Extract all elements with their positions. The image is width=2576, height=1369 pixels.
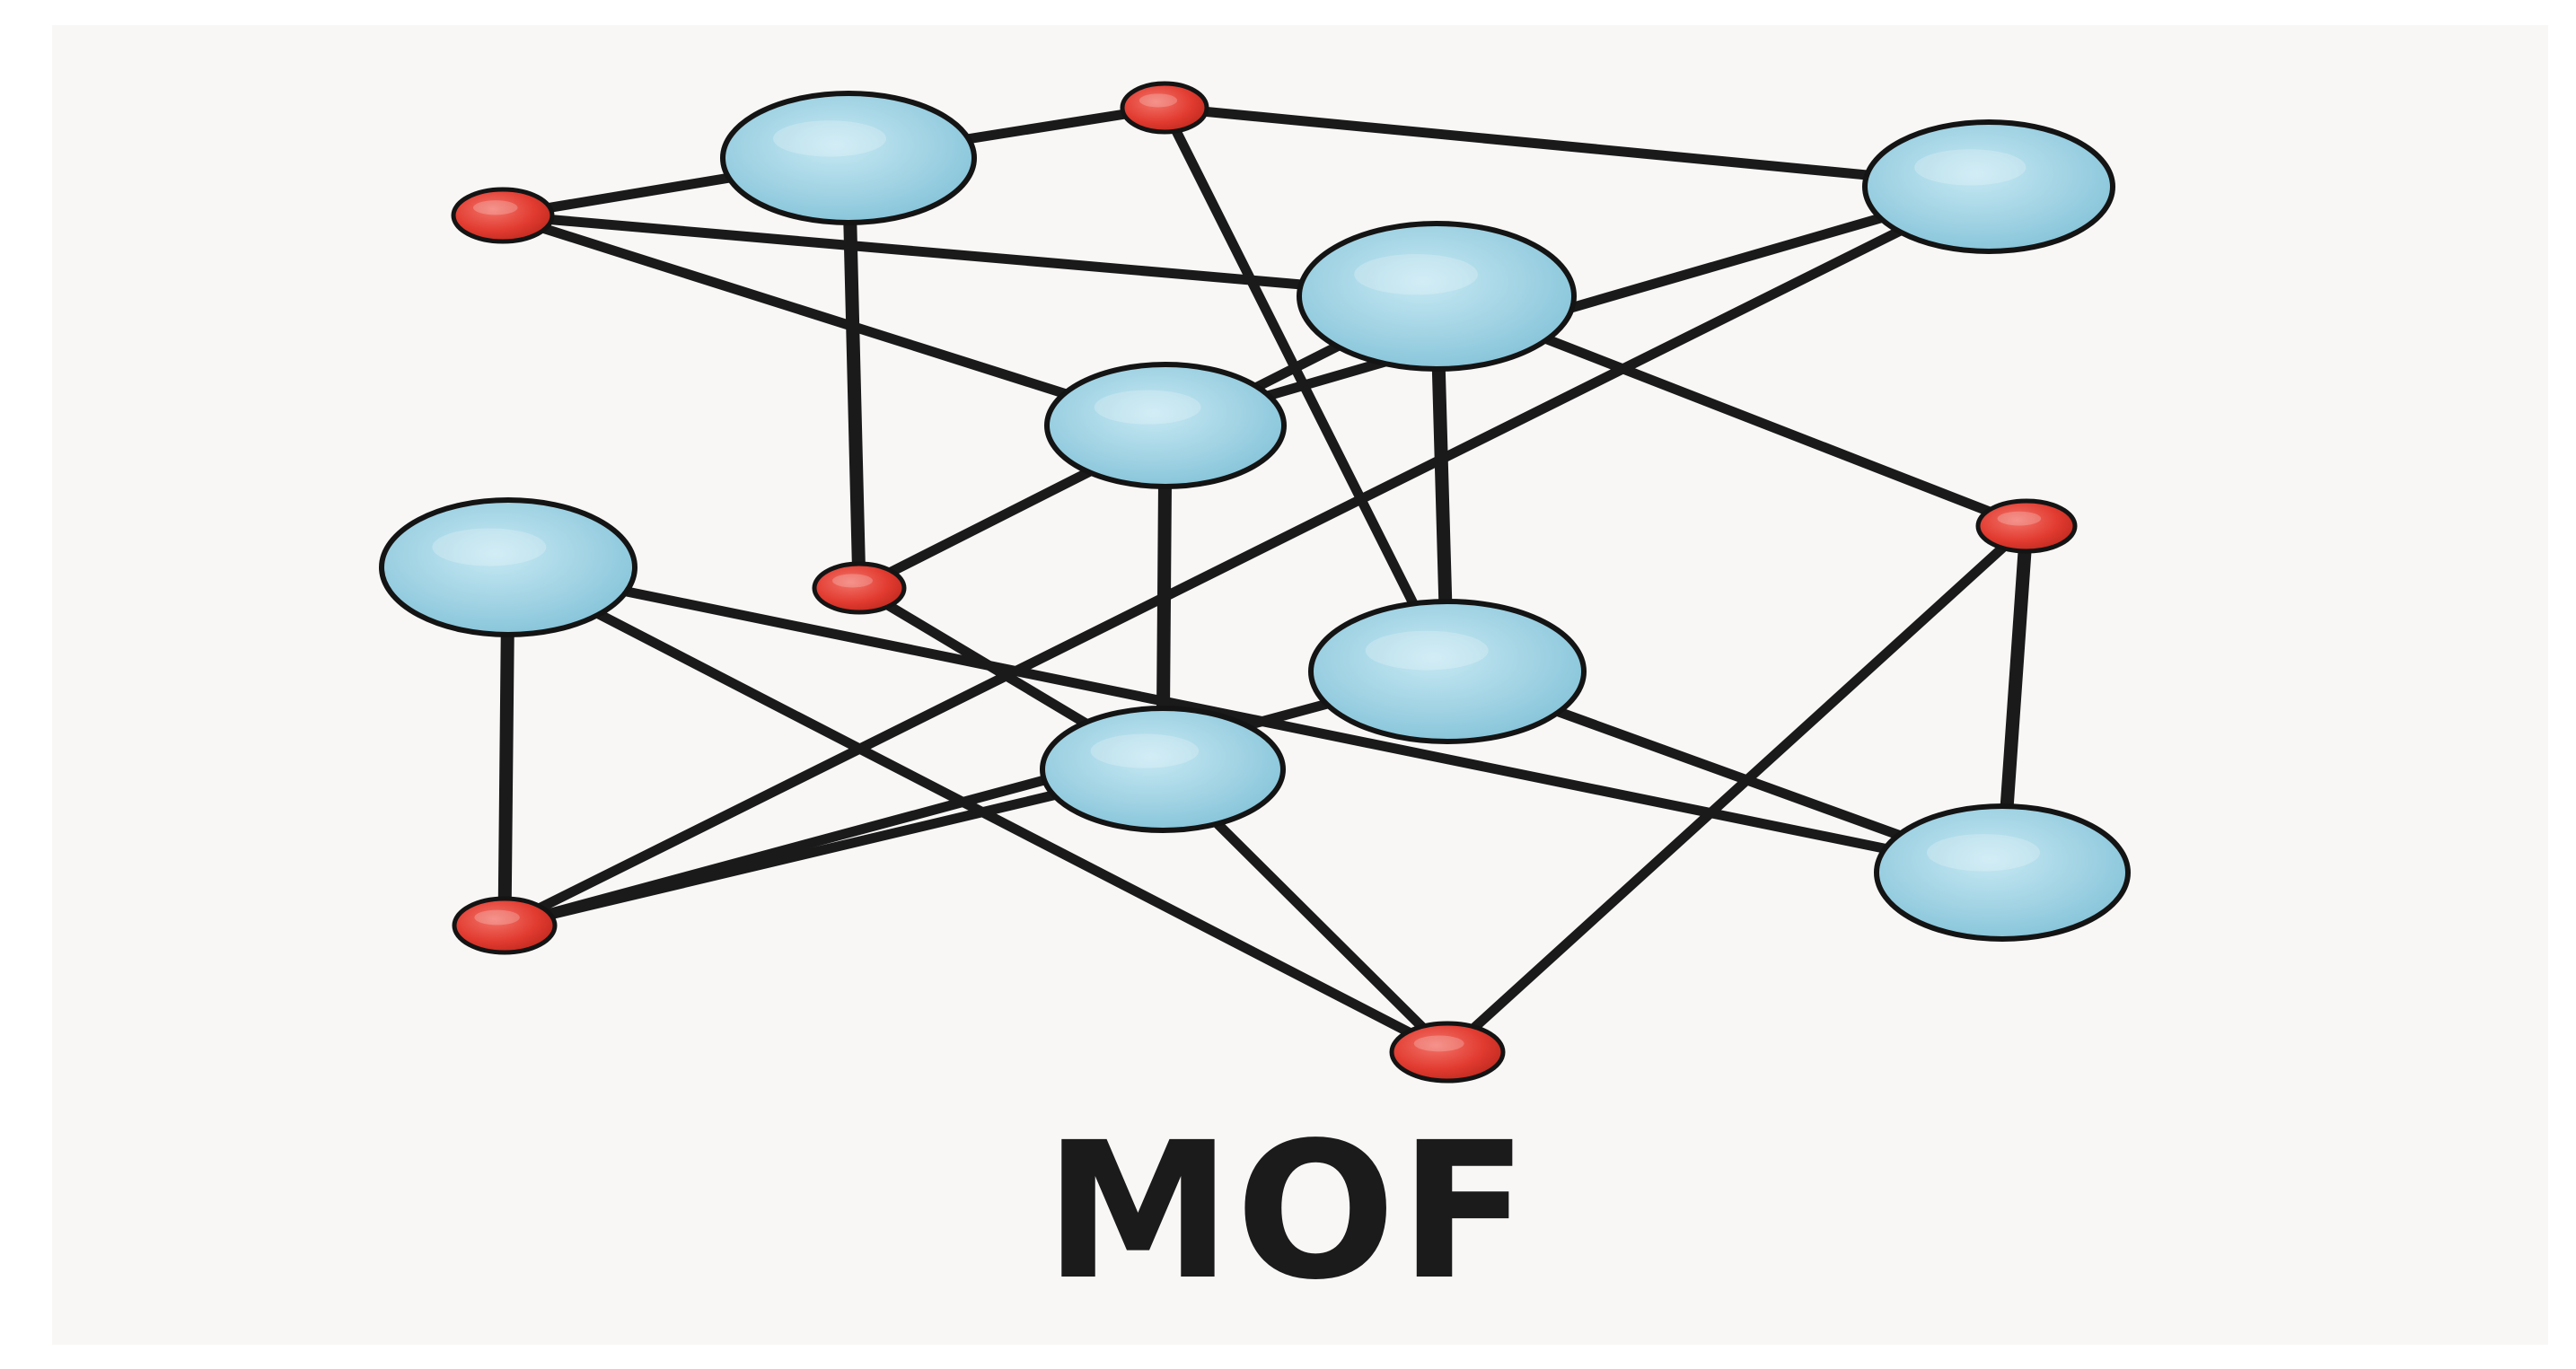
metal-node-b8 [379, 497, 637, 637]
bonds-layer [497, 102, 2034, 1057]
diagram-title: MOF [1044, 1101, 1532, 1321]
bond-r6-b8 [503, 562, 1453, 1057]
oxygen-node-r1 [1120, 81, 1209, 135]
oxygen-node-r2 [451, 187, 555, 244]
oxygen-node-r6 [1389, 1021, 1506, 1084]
metal-node-b6 [1874, 803, 2131, 942]
bond-r2-b4 [497, 210, 1171, 431]
metal-node-b3 [1862, 119, 2115, 254]
nodes-layer [379, 81, 2131, 1084]
metal-node-b7 [1040, 706, 1286, 833]
oxygen-node-r4 [1975, 498, 2078, 554]
metal-node-b5 [1308, 599, 1587, 744]
bond-b6-b8 [503, 562, 2008, 878]
bond-b1-r3 [841, 151, 866, 595]
metal-node-b4 [1044, 362, 1287, 489]
bond-r4-r6 [1442, 521, 2032, 1057]
bond-r1-b3 [1159, 102, 1994, 192]
bond-r1-b5 [1159, 102, 1453, 677]
metal-node-b2 [1297, 221, 1577, 372]
bond-b3-r5 [499, 181, 1994, 931]
metal-node-b1 [720, 91, 977, 225]
diagram-panel [52, 25, 2548, 1345]
oxygen-node-r5 [452, 896, 558, 955]
oxygen-node-r3 [812, 561, 907, 615]
bond-r2-b2 [497, 210, 1442, 302]
